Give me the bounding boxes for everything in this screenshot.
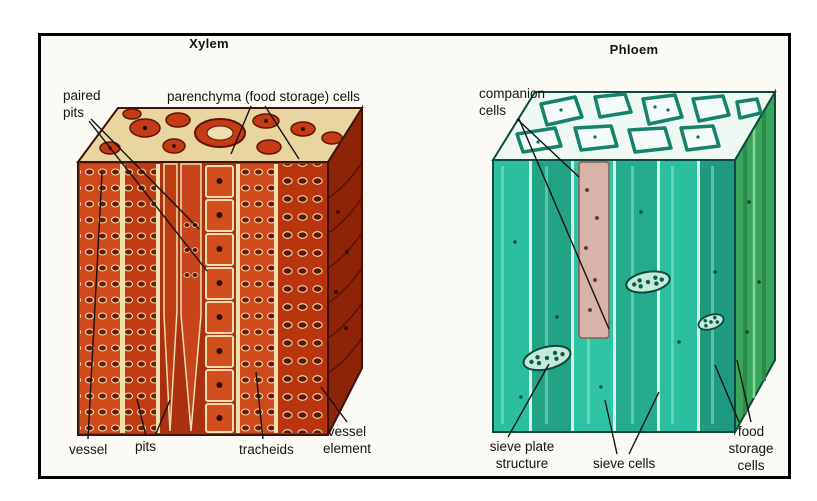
label-pits: pits [135, 439, 157, 454]
xylem-illustration [76, 104, 364, 436]
sieve-plate-disc [697, 313, 725, 331]
sieve-plate-disc [625, 270, 671, 294]
label-vessel: vessel [69, 442, 108, 457]
label-vessel-element: vessel element [322, 424, 372, 456]
xylem-front-face [77, 161, 329, 436]
phloem-front-face [492, 159, 736, 433]
xylem-side-face [327, 104, 363, 436]
label-tracheids: tracheids [239, 442, 294, 457]
phloem-title: Phloem [609, 42, 659, 57]
xylem-top-face [76, 107, 364, 163]
xylem-title: Xylem [189, 36, 229, 51]
label-parenchyma-cells: parenchyma (food storage) cells [167, 89, 360, 104]
parenchyma-cells-detail [205, 165, 234, 433]
label-paired-pits: paired pits [63, 88, 101, 120]
phloem-illustration [491, 88, 777, 436]
label-companion-cells: companion cells [479, 86, 546, 118]
label-sieve-cells: sieve cells [593, 456, 656, 471]
label-sieve-plate-structure: sieve plate structure [489, 439, 555, 471]
label-food-storage-cells: food storage cells [728, 424, 774, 473]
companion-cell-column [578, 161, 610, 339]
